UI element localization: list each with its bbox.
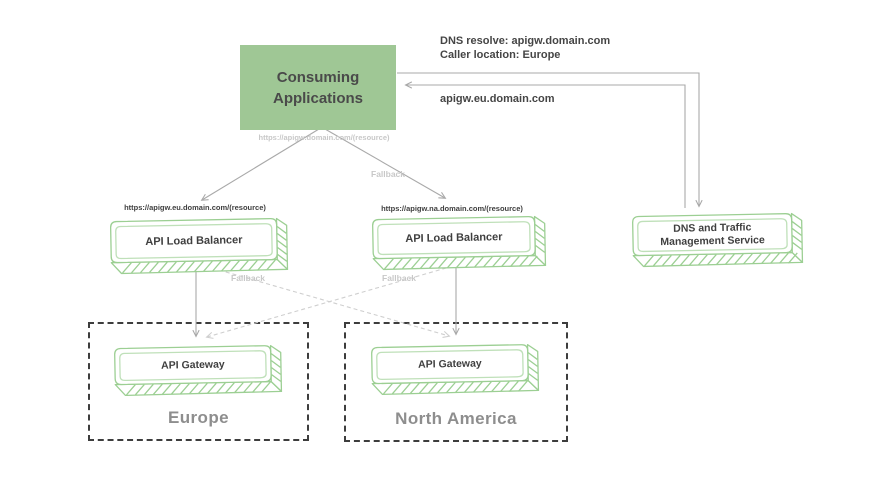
annotation-lb-na-url: https://apigw.na.domain.com/(resource) [381, 204, 523, 213]
connector-app-to-lb-na [324, 128, 447, 199]
node-api-load-balancer-na-label: API Load Balancer [405, 230, 503, 245]
node-api-gateway-eu: API Gateway [112, 341, 285, 397]
node-api-gateway-na: API Gateway [369, 340, 542, 396]
annotation-fallback-right: Fallback [382, 273, 417, 283]
annotation-dns-request-line1: DNS resolve: apigw.domain.com [440, 35, 611, 47]
node-consuming-applications: Consuming Applications [240, 45, 396, 130]
connector-dns-to-app-response [404, 81, 686, 208]
node-api-gateway-na-label: API Gateway [417, 356, 482, 371]
region-europe: Europe [88, 322, 309, 441]
annotation-dns-request: DNS resolve: apigw.domain.com Caller loc… [440, 34, 610, 62]
node-dns-traffic-management: DNS and Traffic Management Service [629, 209, 805, 268]
annotation-lb-eu-url: https://apigw.eu.domain.com/(resource) [124, 203, 266, 212]
annotation-fallback-top: Fallback [371, 169, 406, 179]
connector-app-to-lb-eu [200, 128, 320, 201]
connector-app-to-dns-request [397, 72, 703, 208]
connector-fallback-lb-na-to-gw-eu [205, 265, 454, 339]
annotation-fallback-left: Fallback [231, 273, 266, 283]
annotation-app-root-url: https://apigw.domain.com/(resource) [258, 133, 390, 142]
region-north-america-label: North America [395, 409, 517, 428]
node-api-gateway-eu-label: API Gateway [160, 357, 225, 372]
node-api-load-balancer-eu-label: API Load Balancer [145, 233, 243, 248]
connector-fallback-lb-eu-to-gw-na [218, 269, 451, 338]
region-europe-label: Europe [168, 408, 229, 427]
annotation-dns-response: apigw.eu.domain.com [440, 93, 555, 105]
node-api-load-balancer-na: API Load Balancer [369, 212, 548, 271]
node-dns-label-line2: Management Service [660, 233, 765, 248]
annotation-dns-request-line2: Caller location: Europe [440, 49, 561, 61]
node-consuming-applications-label-line2: Applications [272, 89, 363, 107]
node-dns-traffic-management-label: DNS and Traffic Management Service [633, 214, 793, 256]
node-consuming-applications-label-line1: Consuming [276, 68, 360, 86]
node-api-load-balancer-eu: API Load Balancer [107, 214, 290, 275]
